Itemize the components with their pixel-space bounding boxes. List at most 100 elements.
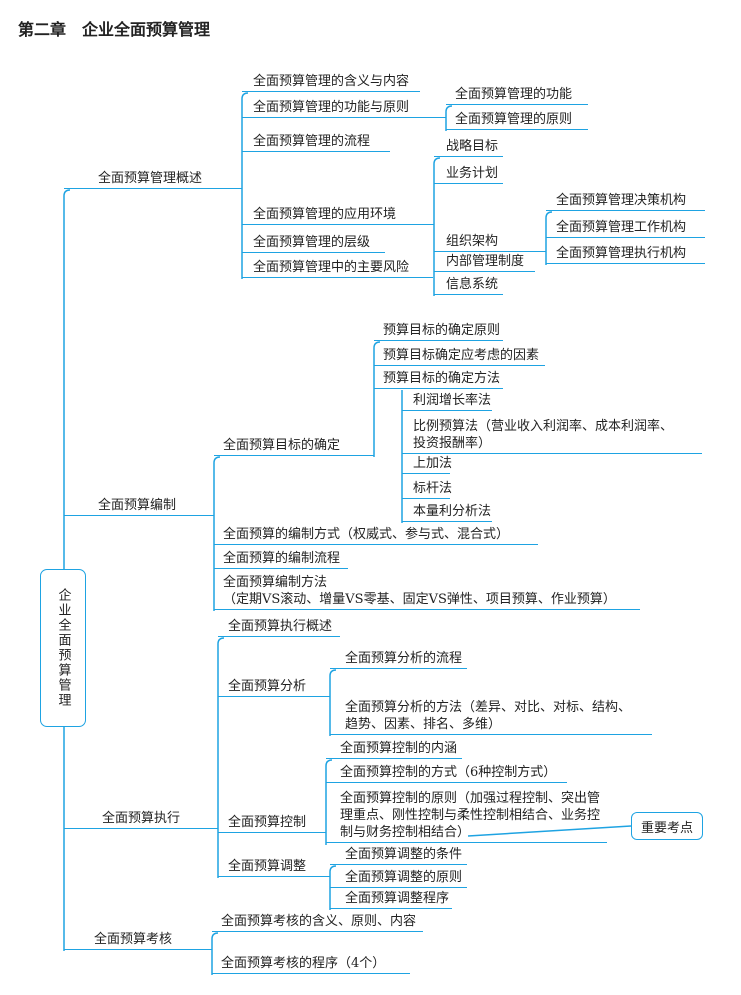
node-adjust-procedure[interactable]: 全面预算调整程序: [330, 890, 452, 909]
node-analysis-methods[interactable]: 全面预算分析的方法（差异、对比、对标、结构、 趋势、因素、排名、多维）: [330, 699, 652, 735]
node-control-principles[interactable]: 全面预算控制的原则（加强过程控制、突出管 理重点、刚性控制与柔性控制相结合、业务…: [326, 790, 607, 843]
node-target-factors[interactable]: 预算目标确定应考虑的因素: [374, 347, 545, 366]
node-label: 全面预算目标的确定: [223, 438, 341, 453]
connector: [545, 211, 553, 265]
node-assess[interactable]: 全面预算考核: [64, 931, 212, 950]
node-overview-function-principle[interactable]: 全面预算管理的功能与原则: [242, 99, 446, 118]
node-env-internal-rules[interactable]: 内部管理制度: [434, 253, 535, 272]
node-principle[interactable]: 全面预算管理的原则: [446, 111, 588, 130]
node-label: 标杆法: [413, 481, 453, 496]
node-compile-mode[interactable]: 全面预算的编制方式（权威式、参与式、混合式）: [214, 526, 538, 545]
node-label: 全面预算考核的程序（4个）: [221, 956, 386, 971]
node-exec-adjust[interactable]: 全面预算调整: [218, 858, 330, 877]
node-label: 全面预算编制方法 （定期VS滚动、增量VS零基、固定VS弹性、项目预算、作业预算…: [223, 575, 616, 607]
node-label: 全面预算编制: [98, 498, 177, 513]
node-compile[interactable]: 全面预算编制: [64, 497, 214, 516]
node-label: 比例预算法（营业收入利润率、成本利润率、 投资报酬率）: [413, 419, 674, 451]
node-label: 上加法: [413, 456, 453, 471]
node-label: 内部管理制度: [446, 254, 525, 269]
node-label: 全面预算管理概述: [98, 171, 203, 186]
node-label: 全面预算分析的流程: [345, 651, 463, 666]
connector: [329, 865, 337, 910]
node-analysis-process[interactable]: 全面预算分析的流程: [330, 650, 467, 669]
node-assess-meaning[interactable]: 全面预算考核的含义、原则、内容: [212, 913, 423, 932]
node-execute[interactable]: 全面预算执行: [64, 810, 218, 829]
node-label: 全面预算控制的内涵: [340, 741, 458, 756]
node-label: 全面预算考核: [94, 932, 173, 947]
node-label: 全面预算调整: [228, 859, 307, 874]
node-label: 全面预算管理的层级: [253, 235, 371, 250]
node-env-info-system[interactable]: 信息系统: [434, 276, 503, 295]
connector: [329, 669, 337, 736]
node-overview[interactable]: 全面预算管理概述: [64, 170, 242, 189]
node-label: 全面预算管理工作机构: [556, 220, 687, 235]
node-label: 全面预算的编制方式（权威式、参与式、混合式）: [223, 527, 510, 542]
node-method-cvp[interactable]: 本量利分析法: [402, 503, 492, 522]
node-label: 全面预算分析的方法（差异、对比、对标、结构、 趋势、因素、排名、多维）: [345, 700, 632, 732]
node-label: 全面预算控制的方式（6种控制方式）: [340, 765, 557, 780]
node-label: 预算目标的确定方法: [383, 371, 501, 386]
node-label: 全面预算执行: [102, 811, 181, 826]
node-org-decision[interactable]: 全面预算管理决策机构: [546, 192, 705, 211]
node-method-ratio[interactable]: 比例预算法（营业收入利润率、成本利润率、 投资报酬率）: [402, 418, 702, 454]
node-overview-levels[interactable]: 全面预算管理的层级: [242, 234, 385, 253]
node-label: 全面预算管理执行机构: [556, 246, 687, 261]
chapter-title: 第二章 企业全面预算管理: [18, 20, 211, 39]
node-org-execution[interactable]: 全面预算管理执行机构: [546, 245, 705, 264]
connector: [241, 92, 249, 279]
node-label: 全面预算管理的原则: [455, 112, 573, 127]
node-label: 全面预算管理的功能: [455, 87, 573, 102]
node-overview-risks[interactable]: 全面预算管理中的主要风险: [242, 259, 433, 278]
node-org-working[interactable]: 全面预算管理工作机构: [546, 219, 705, 238]
node-label: 本量利分析法: [413, 504, 492, 519]
node-adjust-conditions[interactable]: 全面预算调整的条件: [330, 846, 467, 865]
node-label: 全面预算管理的应用环境: [253, 207, 397, 222]
connector: [433, 157, 441, 296]
node-control-meaning[interactable]: 全面预算控制的内涵: [326, 740, 462, 759]
node-overview-environment[interactable]: 全面预算管理的应用环境: [242, 206, 434, 225]
node-method-benchmark[interactable]: 标杆法: [402, 480, 453, 499]
node-label: 全面预算控制的原则（加强过程控制、突出管 理重点、刚性控制与柔性控制相结合、业务…: [340, 791, 601, 840]
node-overview-meaning[interactable]: 全面预算管理的含义与内容: [242, 73, 420, 92]
node-env-business-plan[interactable]: 业务计划: [434, 165, 503, 184]
node-label: 全面预算调整程序: [345, 891, 450, 906]
node-label: 预算目标的确定原则: [383, 323, 501, 338]
node-env-organization[interactable]: 组织架构: [434, 233, 546, 252]
node-compile-process[interactable]: 全面预算的编制流程: [214, 550, 348, 569]
root-node[interactable]: 企业全面预算管理: [40, 569, 86, 727]
node-overview-process[interactable]: 全面预算管理的流程: [242, 133, 390, 152]
node-exec-analysis[interactable]: 全面预算分析: [218, 678, 330, 697]
node-method-markup[interactable]: 上加法: [402, 455, 453, 474]
node-label: 利润增长率法: [413, 393, 492, 408]
node-env-strategy[interactable]: 战略目标: [434, 138, 503, 157]
node-label: 全面预算管理决策机构: [556, 193, 687, 208]
node-label: 全面预算管理中的主要风险: [253, 260, 410, 275]
node-assess-procedure[interactable]: 全面预算考核的程序（4个）: [212, 955, 410, 974]
node-compile-methods[interactable]: 全面预算编制方法 （定期VS滚动、增量VS零基、固定VS弹性、项目预算、作业预算…: [214, 574, 640, 610]
node-control-modes[interactable]: 全面预算控制的方式（6种控制方式）: [326, 764, 567, 783]
node-label: 信息系统: [446, 277, 499, 292]
node-exec-overview[interactable]: 全面预算执行概述: [218, 618, 340, 637]
node-adjust-principles[interactable]: 全面预算调整的原则: [330, 869, 467, 888]
important-point-callout: 重要考点: [631, 812, 703, 840]
connector: [211, 932, 219, 975]
node-label: 战略目标: [446, 139, 499, 154]
node-label: 预算目标确定应考虑的因素: [383, 348, 540, 363]
node-label: 全面预算管理的流程: [253, 134, 371, 149]
connector: [63, 189, 71, 951]
node-label: 全面预算调整的原则: [345, 870, 463, 885]
node-target-methods[interactable]: 预算目标的确定方法: [374, 370, 503, 389]
node-compile-target[interactable]: 全面预算目标的确定: [214, 437, 374, 456]
node-label: 全面预算管理的功能与原则: [253, 100, 410, 115]
node-label: 业务计划: [446, 166, 499, 181]
node-label: 全面预算考核的含义、原则、内容: [221, 914, 417, 929]
node-label: 全面预算控制: [228, 815, 307, 830]
node-target-principle[interactable]: 预算目标的确定原则: [374, 322, 503, 341]
connector: [445, 105, 453, 131]
key-point-connector: [467, 825, 632, 837]
node-exec-control[interactable]: 全面预算控制: [218, 814, 326, 833]
node-method-profit-growth[interactable]: 利润增长率法: [402, 392, 492, 411]
node-function[interactable]: 全面预算管理的功能: [446, 86, 588, 105]
